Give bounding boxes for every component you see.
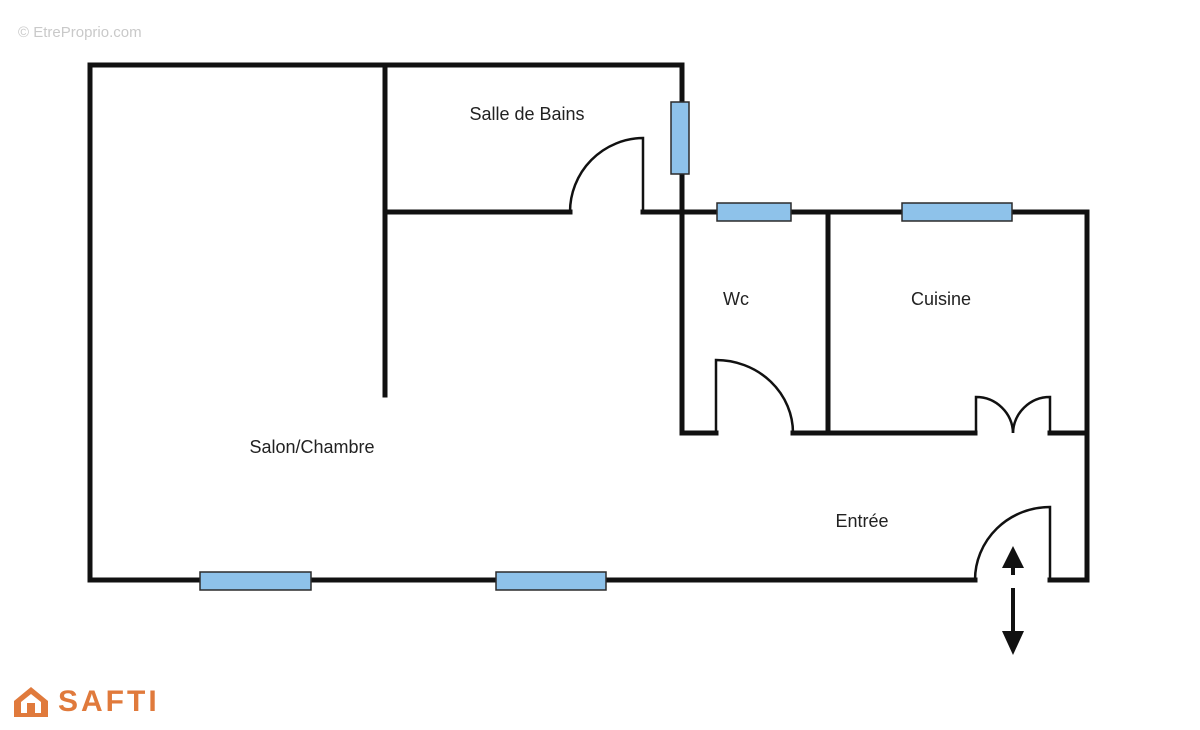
doors xyxy=(568,136,1052,581)
watermark: © EtreProprio.com xyxy=(18,24,142,41)
window-kitchen xyxy=(901,202,1013,222)
bathroom-door xyxy=(568,136,645,213)
windows xyxy=(199,101,1013,591)
house-logo-icon xyxy=(14,687,48,717)
window-bathroom xyxy=(670,101,690,175)
window-wc xyxy=(716,202,792,222)
walls xyxy=(87,62,1090,583)
entrance-arrow-icon xyxy=(1002,546,1024,655)
kitchen-door-left xyxy=(974,395,1015,434)
window-salon-left xyxy=(199,571,312,591)
brand-logo: SAFTI xyxy=(12,684,160,720)
wc-door xyxy=(714,358,795,434)
kitchen-door-right xyxy=(1011,395,1052,434)
brand-name: SAFTI xyxy=(58,685,160,718)
room-label-salle-de-bains: Salle de Bains xyxy=(469,104,584,124)
room-label-salon-chambre: Salon/Chambre xyxy=(249,437,374,457)
window-salon-right xyxy=(495,571,607,591)
wall-wc-left xyxy=(679,209,719,436)
room-label-cuisine: Cuisine xyxy=(911,289,971,309)
wall-bathroom-bottom-right xyxy=(640,209,1090,583)
room-label-wc: Wc xyxy=(723,289,749,309)
entrance-door xyxy=(973,505,1052,581)
room-label-entree: Entrée xyxy=(835,511,888,531)
